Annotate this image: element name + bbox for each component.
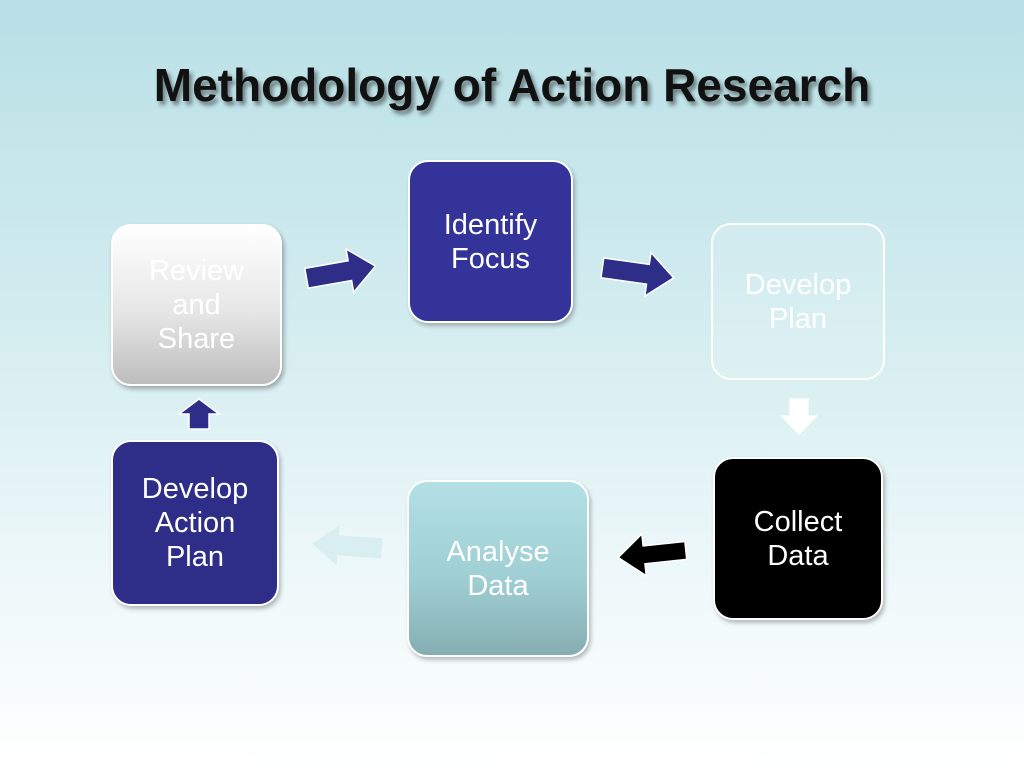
step-label: Analyse Data xyxy=(446,535,550,602)
arrow-shape xyxy=(777,397,821,437)
step-review-and-share: Review and Share xyxy=(111,224,282,386)
step-develop-action-plan: Develop Action Plan xyxy=(111,440,279,606)
arrow-shape xyxy=(616,532,688,578)
step-analyse-data: Analyse Data xyxy=(407,480,589,657)
arrow-right-icon xyxy=(600,250,675,298)
step-collect-data: Collect Data xyxy=(713,457,883,620)
arrow-right-icon xyxy=(303,247,377,294)
arrow-left-icon xyxy=(616,532,688,578)
arrow-shape xyxy=(303,247,377,294)
arrow-left-icon xyxy=(312,525,383,566)
arrow-up-icon xyxy=(176,398,222,430)
step-label: Collect Data xyxy=(753,505,843,572)
arrow-shape xyxy=(600,250,675,298)
step-label: Develop Action Plan xyxy=(141,473,249,573)
step-label: Identify Focus xyxy=(443,208,538,275)
arrow-down-icon xyxy=(777,397,821,437)
step-label: Develop Plan xyxy=(744,268,852,335)
step-label: Review and Share xyxy=(148,255,245,355)
step-develop-plan: Develop Plan xyxy=(711,223,885,380)
arrow-shape xyxy=(312,525,383,566)
step-identify-focus: Identify Focus xyxy=(408,160,573,323)
slide-title: Methodology of Action Research xyxy=(153,59,871,111)
arrow-shape xyxy=(176,398,222,430)
